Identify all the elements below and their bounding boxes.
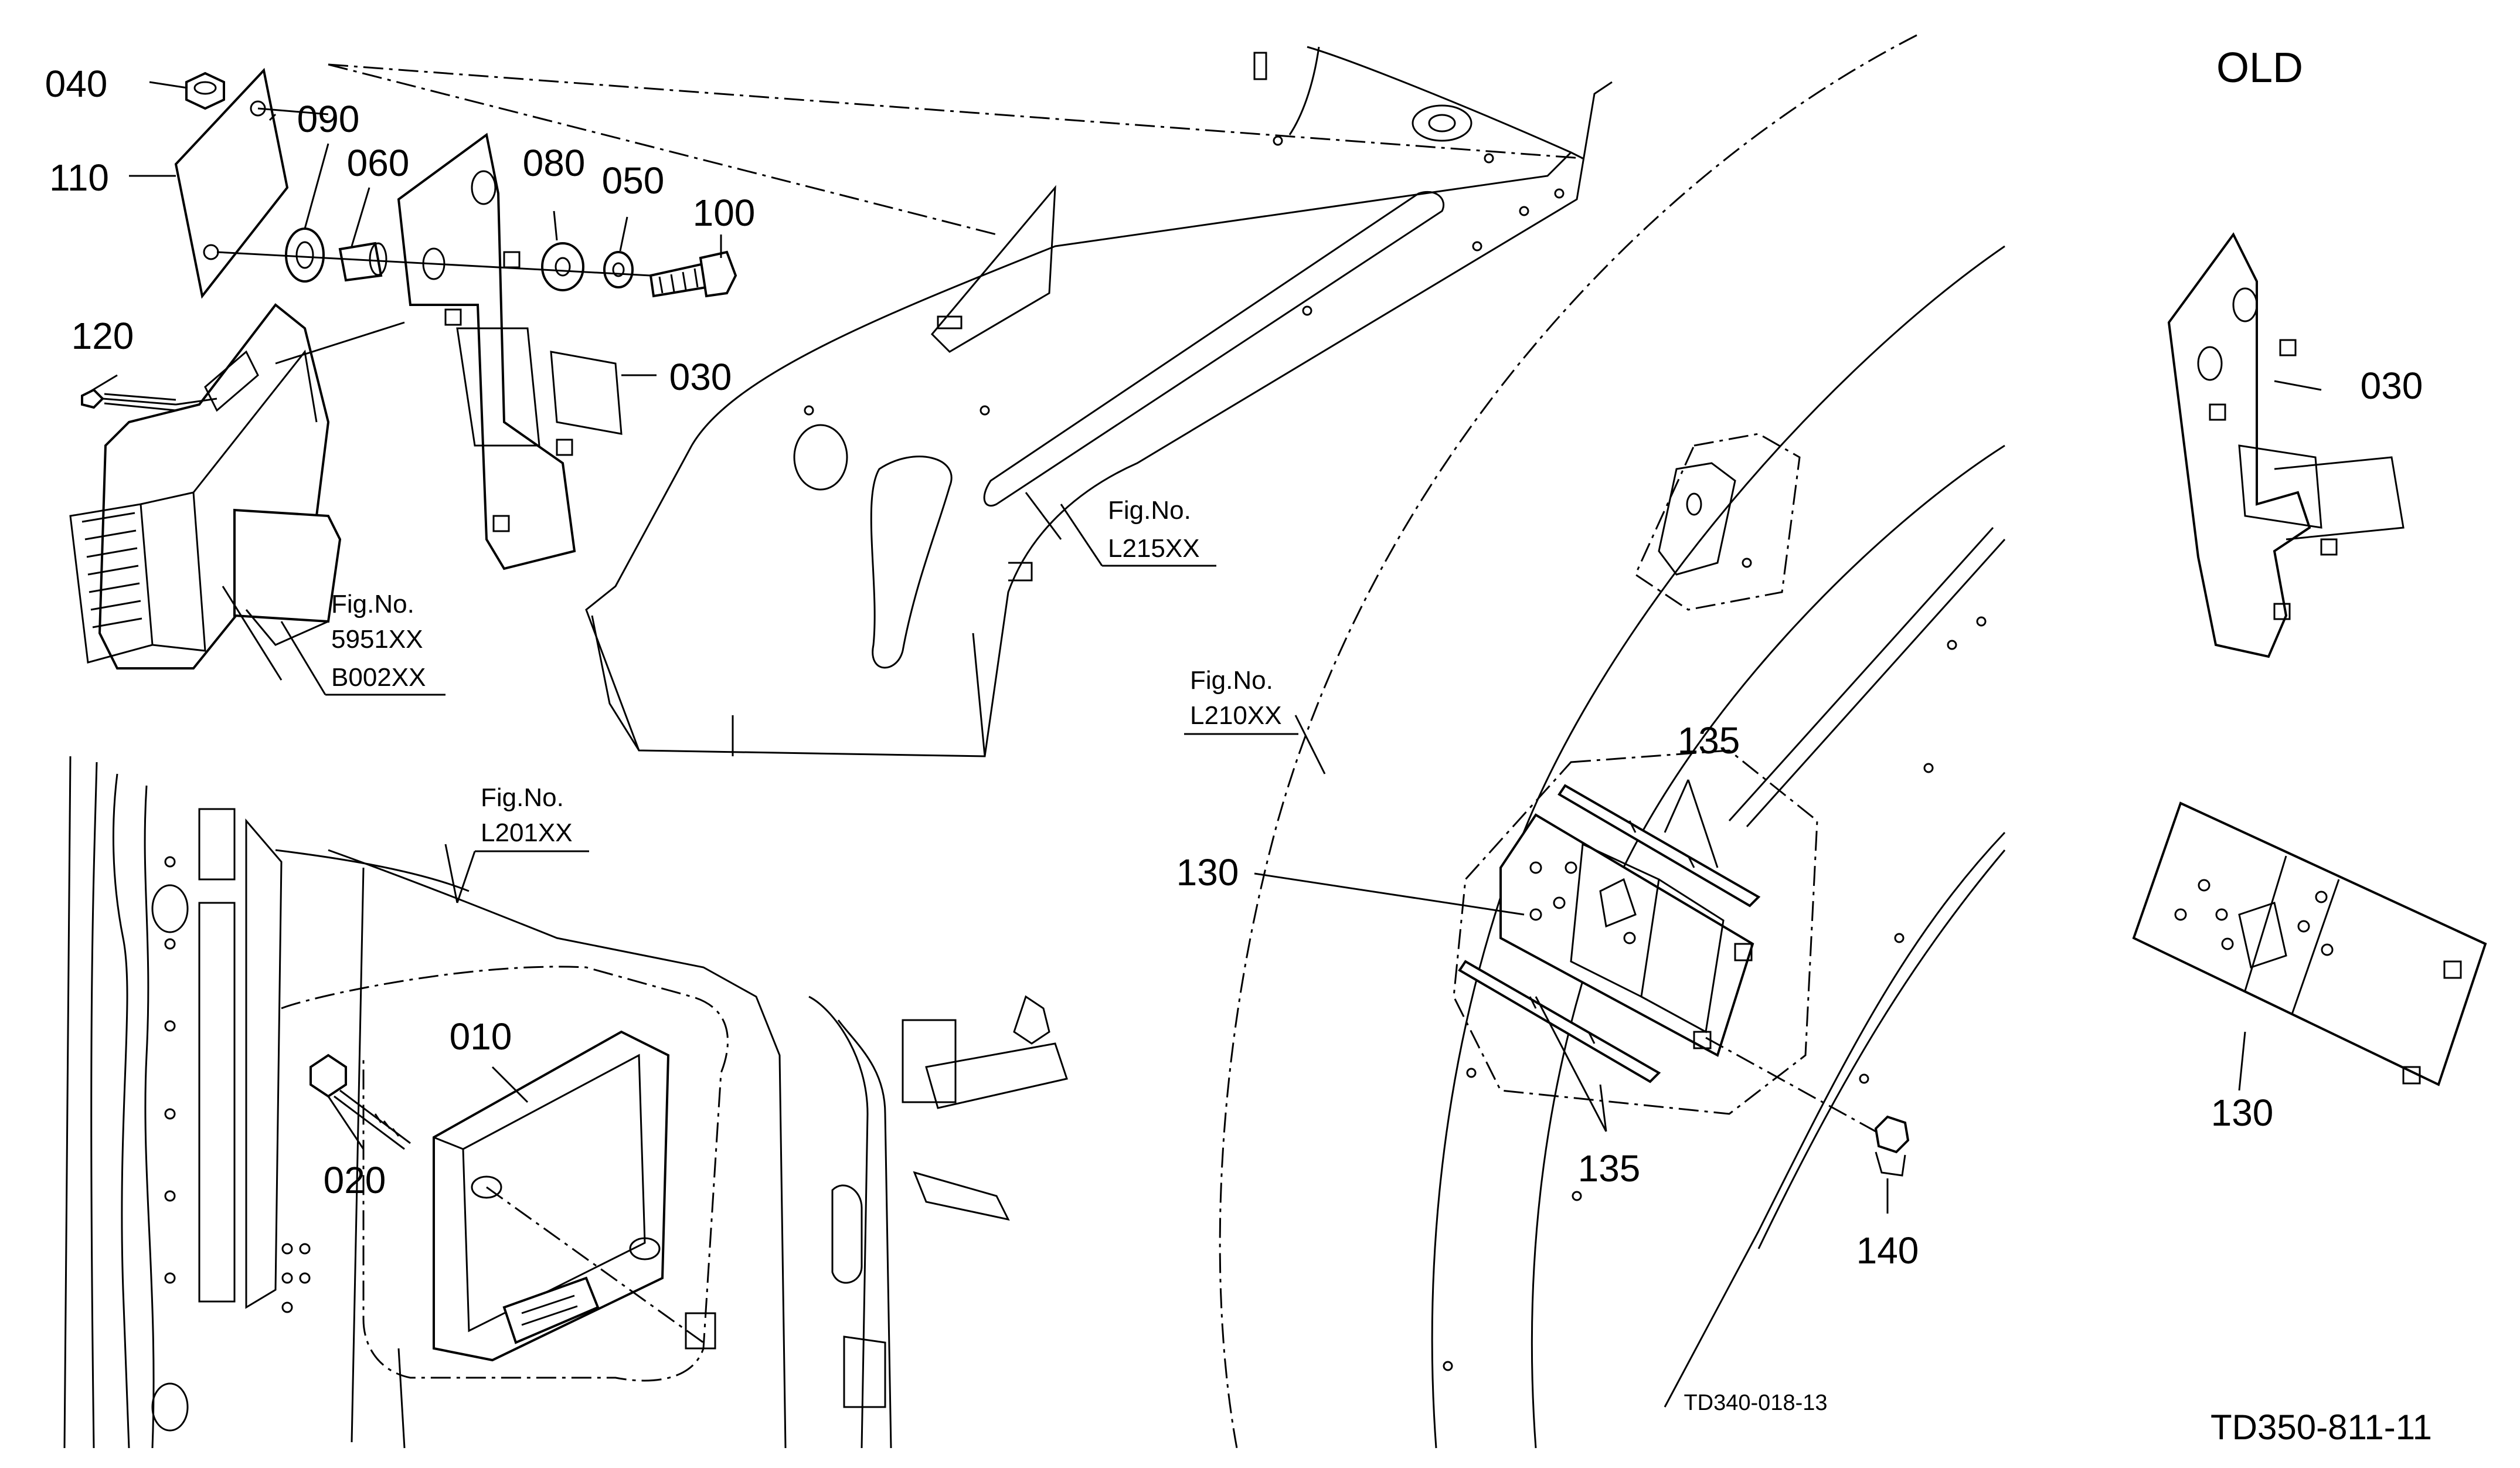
svg-text:Fig.No.: Fig.No. — [481, 783, 564, 812]
label-040: 040 — [45, 63, 108, 105]
washer-080-shape — [541, 242, 584, 291]
label-030-old: 030 — [2361, 365, 2423, 407]
bolt-140-shape — [1874, 1115, 1910, 1154]
label-030: 030 — [669, 356, 732, 398]
figref-l201xx: Fig.No. L201XX — [456, 783, 589, 903]
strip-135-top-shape — [1557, 784, 1761, 908]
label-020: 020 — [324, 1159, 386, 1201]
svg-text:5951XX: 5951XX — [331, 625, 423, 654]
nut-040-shape — [185, 72, 225, 110]
svg-text:L201XX: L201XX — [481, 818, 573, 847]
label-090: 090 — [297, 98, 360, 140]
old-plate-130-shape — [2132, 801, 2487, 1086]
ecu-010-shape — [433, 1030, 670, 1362]
label-100: 100 — [693, 192, 756, 234]
label-130-old: 130 — [2211, 1092, 2274, 1134]
old-label: OLD — [2216, 45, 2303, 91]
figref-l210xx: Fig.No. L210XX — [1184, 666, 1298, 735]
washer-090-shape — [285, 227, 325, 283]
washer-050-shape — [603, 251, 634, 288]
label-080: 080 — [523, 142, 586, 184]
svg-text:Fig.No.: Fig.No. — [331, 590, 414, 619]
bracket-030-shape — [397, 132, 576, 570]
svg-text:Fig.No.: Fig.No. — [1190, 666, 1273, 695]
plate-110-shape — [174, 67, 289, 299]
label-050: 050 — [602, 159, 665, 202]
old-parts-group — [2132, 232, 2487, 1086]
figref-l215xx: Fig.No. L215XX — [1060, 496, 1216, 567]
label-135-bottom: 135 — [1578, 1147, 1641, 1190]
label-135-top: 135 — [1678, 719, 1740, 762]
leader-lines — [87, 81, 2322, 1214]
panel-right-center — [1219, 34, 2006, 1449]
drawing-code-main: TD340-018-13 — [1684, 1391, 1827, 1415]
label-010: 010 — [450, 1015, 512, 1058]
part-labels: OLD 040 090 110 060 080 050 100 120 030 … — [45, 45, 2423, 1272]
bolt-100-shape — [649, 262, 708, 298]
label-110: 110 — [49, 157, 109, 199]
exploded-hardware-upper — [174, 67, 737, 570]
svg-text:L215XX: L215XX — [1108, 534, 1200, 563]
figref-5951xx: Fig.No. 5951XX B002XX — [280, 590, 445, 696]
label-140: 140 — [1856, 1229, 1919, 1272]
label-060: 060 — [347, 142, 410, 184]
svg-text:B002XX: B002XX — [331, 663, 426, 692]
drawing-code-page: TD350-811-11 — [2210, 1408, 2432, 1447]
label-120: 120 — [72, 315, 134, 357]
controller-unit — [69, 303, 405, 670]
panel-lower-left — [63, 756, 1068, 1449]
label-130: 130 — [1176, 851, 1239, 893]
plate-130-shape — [1499, 813, 1754, 1057]
strip-135-bottom-shape — [1458, 960, 1661, 1083]
frame-upper-bracket — [328, 46, 1613, 757]
svg-text:Fig.No.: Fig.No. — [1108, 496, 1191, 525]
svg-text:L210XX: L210XX — [1190, 701, 1282, 730]
figure-references: Fig.No. 5951XX B002XX Fig.No. L215XX Fig… — [280, 496, 1298, 903]
